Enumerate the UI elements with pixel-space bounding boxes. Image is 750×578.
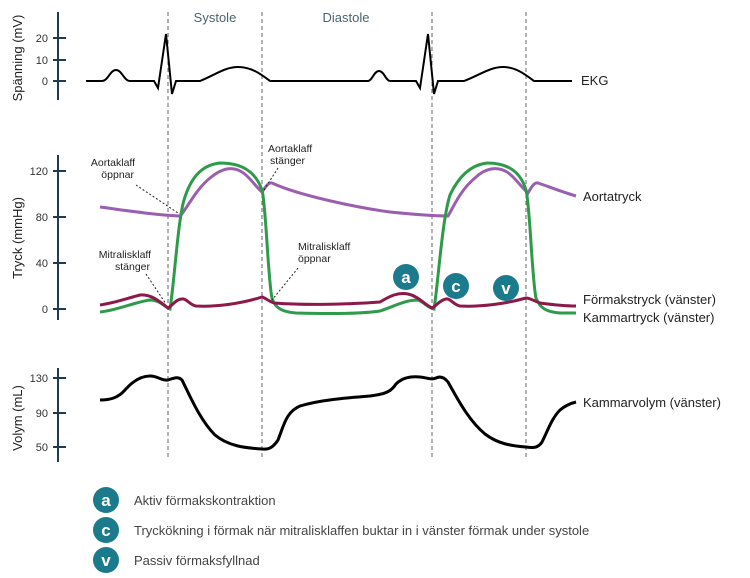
mitral-close-note: Mitralisklaff stänger bbox=[99, 249, 154, 273]
legend-item-a: a Aktiv förmakskontraktion bbox=[93, 487, 276, 513]
volume-tick-label: 50 bbox=[36, 442, 48, 454]
badge-a: a bbox=[393, 264, 419, 290]
legend: a Aktiv förmakskontraktion c Tryckökning… bbox=[93, 487, 589, 573]
legend-badge-v bbox=[93, 547, 119, 573]
legend-item-c: c Tryckökning i förmak när mitralisklaff… bbox=[93, 517, 589, 543]
atrial-pressure-trace bbox=[99, 292, 577, 310]
legend-badge-c-letter: c bbox=[101, 521, 110, 540]
ventricular-pressure-label: Kammartryck (vänster) bbox=[583, 310, 714, 325]
volume-tick-label: 130 bbox=[30, 373, 48, 385]
ecg-tick-label: 0 bbox=[42, 76, 48, 88]
legend-text-a: Aktiv förmakskontraktion bbox=[134, 493, 276, 508]
badge-c: c bbox=[443, 273, 469, 299]
ecg-tick-label: 20 bbox=[36, 33, 48, 45]
ecg-tick-label: 10 bbox=[36, 55, 48, 67]
pressure-tick-label: 0 bbox=[42, 304, 48, 316]
diastole-label: Diastole bbox=[323, 10, 370, 25]
svg-text:a: a bbox=[401, 268, 411, 287]
aortic-close-leader bbox=[263, 167, 279, 191]
legend-text-v: Passiv förmaksfyllnad bbox=[134, 553, 260, 568]
legend-text-c: Tryckökning i förmak när mitralisklaffen… bbox=[134, 523, 589, 538]
atrial-pressure-label: Förmakstryck (vänster) bbox=[583, 292, 716, 307]
mitral-open-leader bbox=[271, 267, 299, 301]
volume-label: Kammarvolym (vänster) bbox=[583, 395, 721, 410]
ecg-trace bbox=[86, 33, 572, 95]
pressure-y-axis-label: Tryck (mmHg) bbox=[10, 197, 25, 279]
aortic-pressure-label: Aortatryck bbox=[583, 189, 642, 204]
badge-v: v bbox=[493, 275, 519, 301]
ecg-label: EKG bbox=[581, 73, 608, 88]
volume-tick-label: 90 bbox=[36, 408, 48, 420]
pressure-tick-label: 120 bbox=[30, 166, 48, 178]
legend-badge-c bbox=[93, 517, 119, 543]
legend-item-v: v Passiv förmaksfyllnad bbox=[93, 547, 260, 573]
ventricular-pressure-trace bbox=[99, 161, 576, 316]
pressure-tick-label: 80 bbox=[36, 212, 48, 224]
ecg-panel: Spänning (mV) 20 10 0 EKG bbox=[10, 12, 608, 101]
pressure-panel: Tryck (mmHg) 120 80 40 0 Aortatryck Förm… bbox=[10, 143, 716, 325]
svg-text:v: v bbox=[501, 279, 511, 298]
aortic-open-note: Aortaklaff öppnar bbox=[91, 157, 138, 181]
aortic-close-note: Aortaklaff stänger bbox=[268, 143, 315, 167]
volume-y-axis-label: Volym (mL) bbox=[10, 385, 25, 451]
legend-badge-a-letter: a bbox=[101, 491, 111, 510]
svg-text:c: c bbox=[451, 277, 460, 296]
ecg-y-axis-label: Spänning (mV) bbox=[10, 15, 25, 102]
legend-badge-a bbox=[93, 487, 119, 513]
aortic-pressure-trace bbox=[99, 167, 577, 218]
mitral-open-note: Mitralisklaff öppnar bbox=[298, 241, 353, 265]
pressure-tick-label: 40 bbox=[36, 258, 48, 270]
legend-badge-v-letter: v bbox=[101, 551, 111, 570]
volume-panel: Volym (mL) 130 90 50 Kammarvolym (vänste… bbox=[10, 368, 721, 462]
aortic-open-leader bbox=[135, 184, 179, 214]
systole-label: Systole bbox=[194, 10, 237, 25]
volume-trace bbox=[99, 374, 577, 451]
